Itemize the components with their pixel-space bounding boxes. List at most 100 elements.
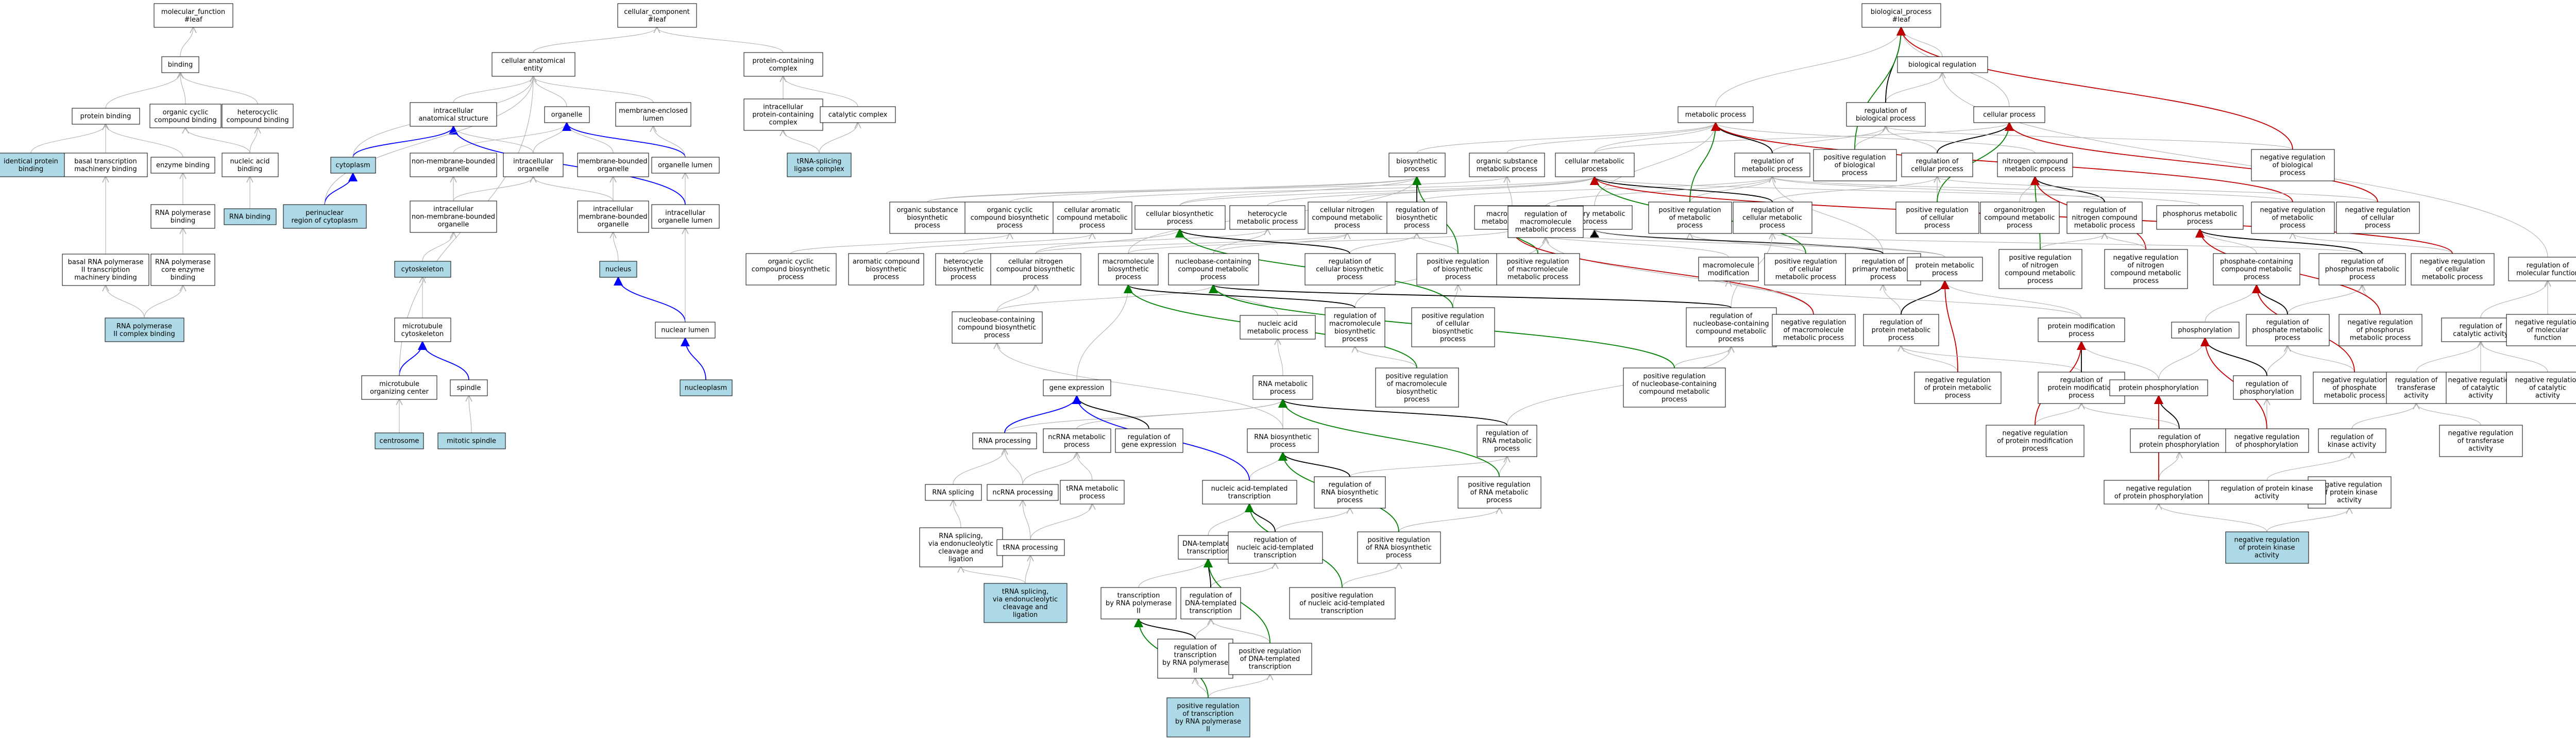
reg-edge: [1278, 398, 1507, 426]
go-term-box: [1228, 531, 1323, 564]
go-term-box: [1060, 480, 1125, 505]
go-term-box: [599, 261, 637, 278]
go-term-label: cellular process: [1983, 111, 2036, 119]
go-term-box: [2318, 428, 2386, 453]
go-term-box: [283, 204, 367, 229]
isa-edge: [2266, 346, 2287, 376]
go-term-node: protein phosphorylation: [2109, 379, 2208, 396]
reg-edge: [1901, 280, 1950, 315]
isa-edge: [1499, 457, 1507, 477]
go-term-node: nuclear lumen: [655, 322, 716, 339]
isa-edge: [1594, 123, 2009, 154]
go-term-box: [1986, 425, 2084, 457]
isa-edge: [1595, 177, 2200, 206]
go-term-box: [2233, 375, 2301, 400]
go-term-label: nucleoplasm: [685, 384, 727, 392]
go-term-box: [2506, 372, 2576, 404]
go-term-box: [1168, 253, 1259, 286]
isa-edge: [1398, 508, 1499, 532]
isa-edge: [1690, 233, 1806, 254]
isa-edge: [2158, 452, 2179, 481]
go-term-box: [2338, 314, 2422, 346]
go-term-box: [1469, 153, 1545, 177]
neg-edge: [1940, 280, 1958, 373]
isa-edge: [2416, 404, 2481, 426]
go-term-box: [1228, 643, 1312, 675]
go-term-label: mitotic spindle: [447, 438, 496, 445]
isa-edge: [533, 177, 614, 202]
reg-edge: [1711, 122, 1773, 154]
isa-edge: [790, 233, 1010, 254]
isa-edge: [1210, 563, 1275, 588]
reg-edge: [1175, 228, 1350, 254]
go-term-box: [787, 153, 852, 177]
go-term-label: phosphorylation: [2178, 327, 2232, 334]
go-term-node: protein binding: [72, 108, 140, 125]
go-term-box: [1166, 697, 1250, 737]
go-term-box: [410, 102, 497, 127]
go-term-box: [1861, 3, 1941, 28]
go-term-node: organelle: [544, 106, 590, 123]
isa-edge: [1716, 123, 2036, 154]
go-term-box: [615, 102, 691, 127]
go-term-box: [820, 106, 896, 123]
isa-edge: [1076, 285, 1128, 380]
isa-edge: [453, 76, 533, 103]
isa-edge: [1886, 126, 2293, 150]
go-term-label: catalytic complex: [828, 111, 888, 119]
go-term-box: [1229, 205, 1306, 230]
isa-edge: [1005, 449, 1023, 485]
isa-edge: [2351, 404, 2416, 429]
isa-edge: [1023, 500, 1031, 540]
go-term-label: organelle: [551, 111, 583, 119]
go-term-box: [1863, 314, 1939, 346]
isa-edge: [1594, 123, 1716, 206]
go-term-box: [655, 322, 716, 339]
go-term-box: [651, 157, 720, 174]
isa-edge: [2293, 233, 2453, 254]
go-term-box: [651, 204, 720, 229]
go-term-box: [503, 153, 564, 177]
go-term-box: [2213, 253, 2300, 286]
go-term-box: [1897, 56, 1988, 73]
isa-edge: [1945, 281, 2082, 318]
go-term-box: [1458, 476, 1541, 509]
